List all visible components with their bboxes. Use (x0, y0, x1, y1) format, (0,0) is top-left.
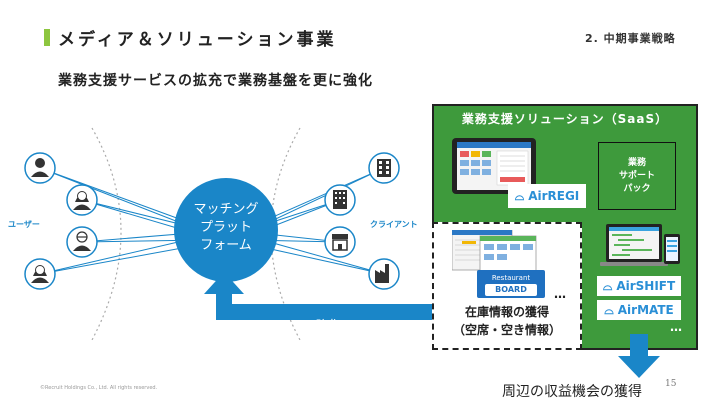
users-label: ユーザー (8, 220, 40, 229)
title-accent-bar (44, 29, 50, 46)
airshift-logo-text: AirSHIFT (616, 279, 676, 293)
user-man-icon (24, 152, 56, 184)
user-glasses-icon (66, 226, 98, 258)
office-building-icon (368, 152, 400, 184)
user-woman-icon (66, 184, 98, 216)
hub-line-3: フォーム (200, 238, 252, 253)
inventory-label-line-1: 在庫情報の獲得 (464, 305, 549, 319)
page-number: 15 (665, 379, 677, 389)
airshift-logo-mark-icon: ⌓ (602, 278, 613, 293)
restaurant-board-screens-image (452, 230, 537, 273)
airmate-logo-text: AirMATE (617, 303, 674, 317)
page-title: メディア＆ソリューション事業 (58, 30, 337, 50)
user-arc (91, 127, 122, 341)
inventory-more-dots: … (554, 287, 567, 301)
hub-line-2: プラット (200, 220, 252, 235)
clients-label: クライアント (370, 220, 418, 229)
restaurant-board-logo-bottom: BOARD (485, 284, 537, 296)
airmate-logo-mark-icon: ⌓ (604, 302, 614, 317)
slide-subtitle: 業務支援サービスの拡充で業務基盤を更に強化 (58, 73, 373, 89)
airregi-logo-text: AirREGI (528, 189, 580, 203)
inventory-label-line-2: （空席・空き情報） (452, 323, 561, 337)
airshift-logo: ⌓AirSHIFT (597, 276, 681, 296)
user-woman-2-icon (24, 258, 56, 290)
reinforce-label: 強化 (316, 318, 341, 332)
saas-more-dots: … (670, 320, 683, 334)
matching-platform-hub (174, 178, 278, 282)
factory-icon (368, 258, 400, 290)
footer-copyright: ©Recruit Holdings Co., Ltd. All rights r… (40, 385, 158, 391)
airmate-logo: ⌓AirMATE (597, 300, 681, 320)
section-label: 2. 中期事業戦略 (585, 32, 676, 45)
shop-icon (324, 226, 356, 258)
restaurant-board-logo: Restaurant BOARD (477, 270, 545, 298)
airregi-logo-mark-icon: ⌓ (514, 188, 525, 203)
reinforce-arrow-head (204, 272, 244, 294)
revenue-down-arrow-icon (618, 334, 660, 378)
hub-line-1: マッチング (193, 202, 258, 217)
revenue-opportunity-caption: 周辺の収益機会の獲得 (502, 384, 642, 400)
airregi-tablet-image (452, 138, 536, 194)
reinforce-arrow-shaft (216, 292, 440, 320)
airregi-logo: ⌓AirREGI (508, 184, 586, 208)
restaurant-board-logo-top: Restaurant (491, 274, 531, 282)
saas-title: 業務支援ソリューション（SaaS） (461, 112, 669, 126)
office-tower-icon (324, 184, 356, 216)
airshift-devices-image (600, 224, 680, 266)
support-pack-box: 業務 サポート パック (598, 142, 676, 210)
